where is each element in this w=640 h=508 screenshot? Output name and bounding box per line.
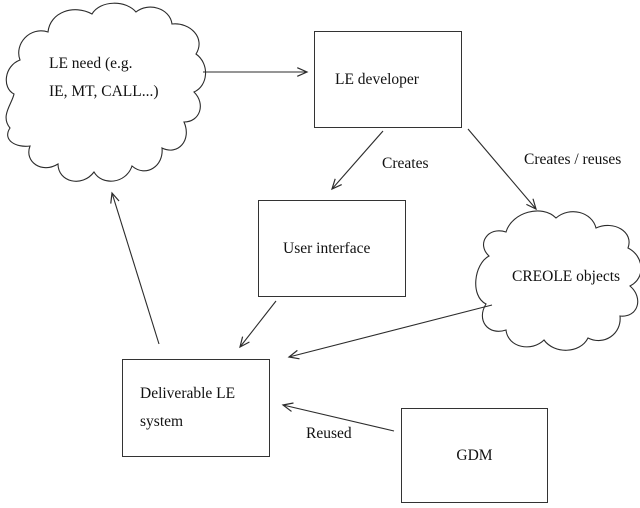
le-need-line1: LE need (e.g. — [49, 55, 133, 72]
deliverable-line2: system — [140, 413, 184, 430]
arrow-gdm-to-deliverable — [281, 402, 395, 432]
node-gdm: GDM — [401, 408, 548, 503]
creole-objects-cloud — [475, 210, 640, 351]
node-creole-objects-label: CREOLE objects — [512, 268, 621, 285]
gdm-label: GDM — [456, 446, 493, 464]
edge-label-reused: Reused — [306, 425, 352, 442]
arrow-developer-to-creole — [467, 128, 537, 211]
le-need-line2: IE, MT, CALL...) — [49, 83, 159, 100]
arrow-creole-to-deliverable — [287, 304, 493, 360]
node-le-need-label: LE need (e.g. IE, MT, CALL...) — [49, 50, 158, 106]
arrow-user-interface-to-deliverable — [239, 300, 277, 349]
node-user-interface: User interface — [258, 200, 406, 297]
node-deliverable-le-system: Deliverable LE system — [122, 359, 270, 457]
edge-label-creates: Creates — [382, 155, 429, 172]
deliverable-line1: Deliverable LE — [140, 385, 236, 402]
edge-label-creates-reuses: Creates / reuses — [524, 151, 622, 168]
user-interface-label: User interface — [283, 239, 371, 257]
arrow-deliverable-to-need — [110, 191, 160, 345]
arrow-developer-to-user-interface — [331, 130, 384, 191]
le-developer-label: LE developer — [335, 70, 419, 88]
node-le-developer: LE developer — [314, 31, 462, 128]
